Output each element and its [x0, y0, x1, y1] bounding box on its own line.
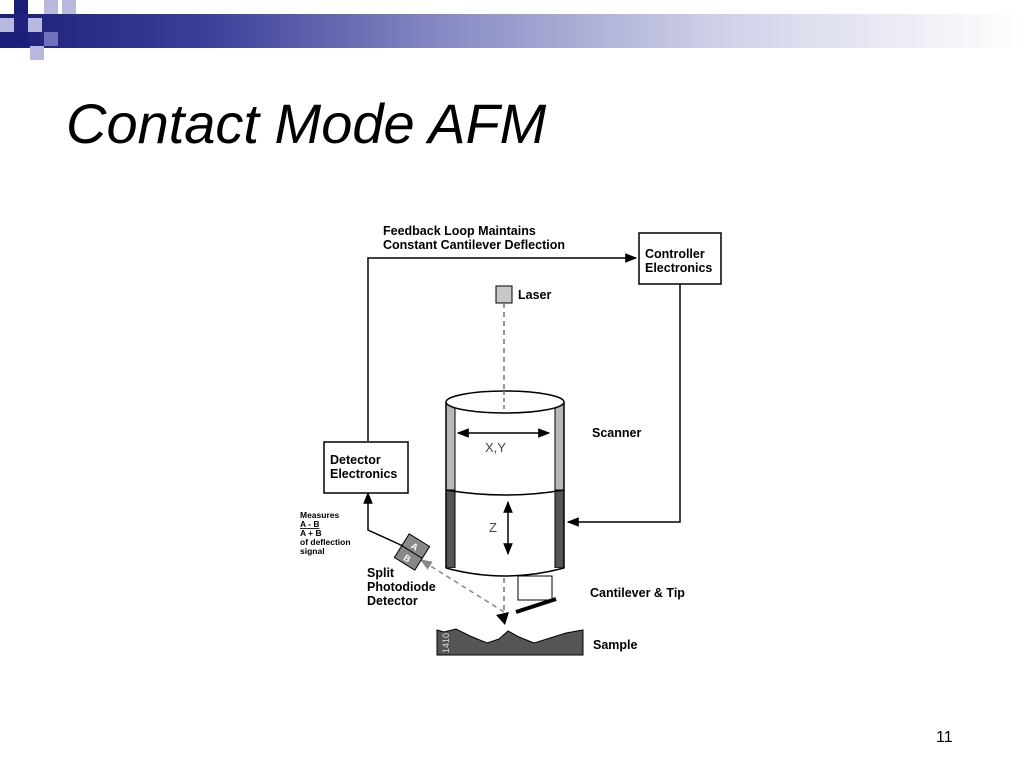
scanner-cylinder	[445, 390, 565, 601]
scanner-bottom	[445, 567, 565, 577]
laser-label: Laser	[518, 288, 551, 302]
z-label: Z	[489, 520, 497, 535]
controller-label-line2: Electronics	[645, 261, 712, 275]
feedback-label-line1: Feedback Loop Maintains	[383, 224, 536, 238]
controller-to-scanner-line	[566, 284, 681, 527]
cantilever	[515, 597, 557, 614]
scanner-upper-right-wall	[554, 401, 565, 491]
feedback-label-line2: Constant Cantilever Deflection	[383, 238, 565, 252]
detector-electronics-box	[323, 441, 409, 494]
scanner-label: Scanner	[592, 426, 641, 440]
photodiode-b-label: B	[402, 552, 413, 564]
measures-a-minus-b: A - B	[300, 519, 320, 529]
cantilever-holder	[517, 575, 553, 601]
split-photodiode: A B	[393, 533, 431, 571]
xy-label: X,Y	[485, 440, 506, 455]
scanner-mid-ring	[445, 489, 565, 496]
header-gradient-bar	[0, 14, 1024, 48]
deco-square	[14, 0, 28, 14]
scanner-upper-left-wall	[445, 401, 456, 491]
deco-square	[44, 32, 58, 46]
sample-label: Sample	[593, 638, 638, 652]
cantilever-label: Cantilever & Tip	[590, 586, 685, 600]
photodiode-a-label: A	[409, 541, 420, 553]
detector-label-line1: Detector	[330, 453, 381, 467]
measures-label: Measures	[300, 510, 339, 520]
deco-square	[14, 32, 28, 46]
slide-number: 11	[936, 729, 953, 746]
measures-a-plus-b: A + B	[300, 528, 322, 538]
feedback-loop-line	[367, 253, 638, 441]
slide-title: Contact Mode AFM	[66, 92, 547, 155]
measures-of-deflection: of deflection	[300, 537, 351, 547]
sample-surface	[436, 628, 584, 656]
photodiode-label-line1: Split	[367, 566, 395, 580]
photodiode-to-detector-line	[363, 491, 404, 547]
scanner-lower-left-wall	[445, 489, 456, 569]
photodiode-label-line2: Photodiode	[367, 580, 436, 594]
deco-square	[62, 0, 76, 14]
deco-square	[28, 18, 42, 32]
deco-square	[30, 46, 44, 60]
scanner-lower-right-wall	[554, 489, 565, 569]
cantilever-tip	[496, 612, 509, 625]
deco-square	[0, 18, 14, 32]
reflected-beam	[419, 559, 505, 613]
photodiode-label-line3: Detector	[367, 594, 418, 608]
figure-id-label: 1410	[441, 633, 451, 653]
laser-source	[495, 285, 513, 304]
measures-signal: signal	[300, 546, 325, 556]
controller-label-line1: Controller	[645, 247, 705, 261]
detector-label-line2: Electronics	[330, 467, 397, 481]
scanner-top	[445, 390, 565, 414]
deco-square	[44, 0, 58, 14]
